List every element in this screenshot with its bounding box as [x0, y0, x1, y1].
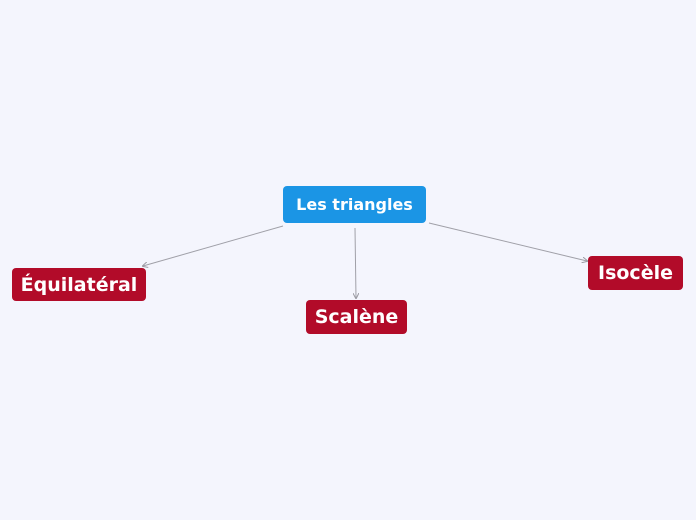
- connector-equilateral: [143, 225, 284, 266]
- connector-isocele: [428, 222, 587, 261]
- child-node-isocele[interactable]: Isocèle: [588, 256, 683, 290]
- root-node-label: Les triangles: [296, 195, 413, 214]
- root-node[interactable]: Les triangles: [283, 186, 426, 223]
- child-node-label: Équilatéral: [20, 273, 138, 296]
- child-node-equilateral[interactable]: Équilatéral: [12, 268, 146, 301]
- child-node-label: Isocèle: [598, 262, 673, 284]
- child-node-label: Scalène: [314, 306, 399, 328]
- connector-scalene: [355, 227, 356, 298]
- child-node-scalene[interactable]: Scalène: [306, 300, 407, 334]
